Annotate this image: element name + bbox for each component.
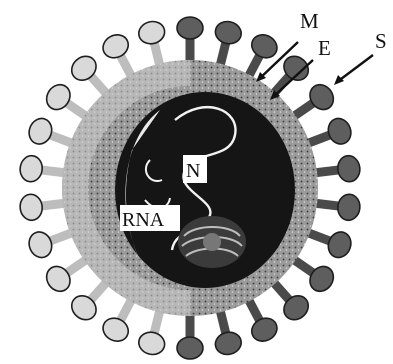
spike-head: [19, 193, 44, 221]
spike-head: [325, 115, 355, 147]
spike-head: [136, 19, 167, 47]
spike-head: [336, 193, 361, 221]
label-s: S: [375, 29, 387, 53]
spike-head: [26, 229, 56, 261]
spike-head: [26, 115, 56, 147]
spike-head: [213, 19, 244, 47]
spike-head: [99, 314, 132, 346]
spike-head: [19, 154, 44, 182]
label-n: N: [186, 160, 200, 182]
nucleocapsid-coil: [178, 216, 246, 268]
label-e: E: [318, 36, 331, 60]
spike-head: [336, 154, 361, 182]
arrow-s: [337, 55, 373, 82]
spike-head: [99, 31, 132, 63]
spike-head: [325, 229, 355, 261]
label-m: M: [300, 9, 319, 33]
spike-head: [136, 330, 167, 358]
spike-head: [248, 31, 281, 63]
spike-head: [213, 330, 244, 358]
spike-head: [177, 337, 203, 359]
label-rna: RNA: [122, 209, 165, 231]
spike-head: [248, 314, 281, 346]
spike-head: [177, 17, 203, 39]
